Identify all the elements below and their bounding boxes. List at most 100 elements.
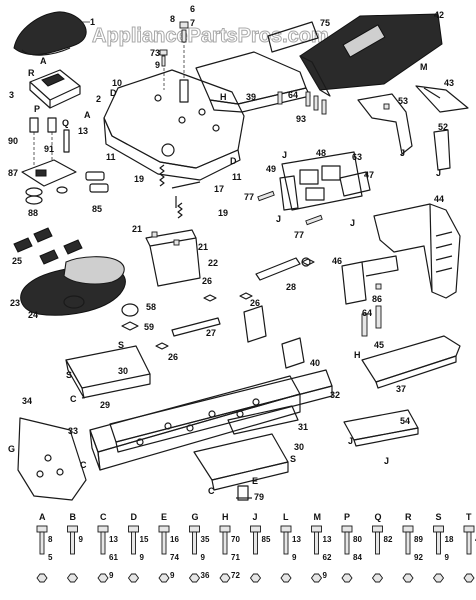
hardware-item-j[interactable]: J85 bbox=[249, 512, 271, 583]
callout-93: 93 bbox=[296, 114, 306, 124]
frame-left[interactable] bbox=[89, 375, 301, 471]
hardware-legend: A85B9C13619D159E16749G35936H707172J85L13… bbox=[36, 512, 476, 583]
brace-54[interactable] bbox=[343, 409, 419, 447]
seat-pivot-hardware[interactable] bbox=[21, 117, 77, 205]
callout-10: 10 bbox=[112, 78, 122, 88]
footrest-left[interactable] bbox=[65, 345, 151, 399]
grille-43[interactable] bbox=[415, 85, 469, 113]
callout-88: 88 bbox=[28, 208, 38, 218]
footrest-right[interactable] bbox=[193, 405, 299, 491]
hood-bracket-53[interactable] bbox=[357, 93, 451, 171]
pin-64[interactable] bbox=[277, 91, 283, 105]
small-bushings[interactable] bbox=[121, 258, 315, 350]
hood-top[interactable] bbox=[299, 13, 443, 97]
nut-icon bbox=[219, 573, 231, 583]
callout-11b: 11 bbox=[232, 172, 242, 182]
pins-93[interactable] bbox=[305, 91, 327, 115]
callout-31: 31 bbox=[298, 422, 308, 432]
bolt-head-icon bbox=[128, 525, 139, 533]
hood-side-panel[interactable] bbox=[195, 51, 311, 113]
hardware-letter: J bbox=[253, 512, 258, 522]
bolt-head-icon bbox=[433, 525, 444, 533]
callout-6: 6 bbox=[190, 4, 195, 14]
grille-plate[interactable] bbox=[279, 151, 371, 211]
hardware-part-number: 9 bbox=[201, 553, 206, 562]
hardware-item-q[interactable]: Q82 bbox=[371, 512, 393, 583]
battery-tray[interactable] bbox=[20, 256, 126, 316]
hardware-part-number: 9 bbox=[445, 553, 450, 562]
callout-91: 91 bbox=[44, 144, 54, 154]
pads-25[interactable] bbox=[13, 227, 83, 265]
hardware-part-number: 13 bbox=[109, 535, 118, 544]
hardware-item-b[interactable]: B9 bbox=[66, 512, 84, 583]
callout-13: 13 bbox=[78, 126, 88, 136]
seat-bracket[interactable] bbox=[29, 69, 81, 109]
callout-27: 27 bbox=[206, 328, 216, 338]
letter-J7: J bbox=[384, 456, 389, 466]
connection-letters: A A P Q R D D H H M J J J J J J J S S S … bbox=[8, 56, 441, 496]
callout-64b: 64 bbox=[362, 308, 372, 318]
hardware-item-a[interactable]: A85 bbox=[36, 512, 53, 583]
bracket-40[interactable] bbox=[281, 337, 305, 369]
nut-icon bbox=[66, 573, 79, 583]
callout-29: 29 bbox=[100, 400, 110, 410]
letter-S1: S bbox=[118, 340, 124, 350]
bolt-head-icon bbox=[311, 525, 322, 533]
callout-39: 39 bbox=[246, 92, 256, 102]
callout-25: 25 bbox=[12, 256, 22, 266]
letter-J5: J bbox=[436, 168, 441, 178]
bracket-41[interactable] bbox=[243, 305, 267, 343]
dash-panel[interactable] bbox=[373, 203, 461, 299]
callout-26b: 26 bbox=[250, 298, 260, 308]
hardware-part-number: 84 bbox=[353, 553, 362, 562]
letter-S3: S bbox=[290, 454, 296, 464]
fender-mount-bolts[interactable] bbox=[159, 21, 189, 67]
clip-79[interactable] bbox=[236, 485, 252, 501]
nut-icon bbox=[432, 573, 445, 583]
letter-E1: E bbox=[252, 476, 258, 486]
console-37[interactable] bbox=[361, 335, 461, 389]
steering-bracket-46[interactable] bbox=[341, 255, 399, 337]
nut-icon bbox=[127, 573, 140, 583]
hardware-letter: G bbox=[192, 512, 199, 522]
letter-C2: C bbox=[208, 486, 215, 496]
hardware-letter: B bbox=[70, 512, 77, 522]
callout-23: 23 bbox=[10, 298, 20, 308]
seat[interactable] bbox=[13, 11, 87, 56]
vent-86[interactable] bbox=[85, 171, 109, 193]
bracket-22[interactable] bbox=[145, 229, 201, 287]
spring-19[interactable] bbox=[159, 164, 183, 219]
letter-G1: G bbox=[8, 444, 15, 454]
pins-77[interactable] bbox=[257, 190, 323, 226]
letter-S2: S bbox=[66, 370, 72, 380]
shaft-28[interactable] bbox=[255, 257, 311, 281]
hardware-item-t[interactable]: T4 bbox=[463, 512, 476, 583]
front-plate[interactable] bbox=[17, 417, 87, 501]
fender[interactable] bbox=[103, 69, 245, 181]
bolt-head-icon bbox=[402, 525, 414, 533]
hardware-part-number: 9 bbox=[79, 535, 84, 544]
hardware-part-number: 71 bbox=[231, 553, 240, 562]
shaft-27[interactable] bbox=[171, 317, 221, 337]
hardware-part-number: 74 bbox=[170, 553, 179, 562]
letter-H1: H bbox=[220, 92, 227, 102]
callout-24: 24 bbox=[28, 310, 38, 320]
callout-40: 40 bbox=[310, 358, 320, 368]
side-panel-75[interactable] bbox=[267, 21, 319, 53]
rod-17[interactable] bbox=[171, 181, 201, 208]
letter-D2: D bbox=[230, 156, 237, 166]
callout-1: 1 bbox=[90, 17, 95, 27]
frame-right[interactable] bbox=[109, 369, 333, 453]
hardware-letter: D bbox=[131, 512, 138, 522]
hardware-part-number: 62 bbox=[323, 553, 332, 562]
